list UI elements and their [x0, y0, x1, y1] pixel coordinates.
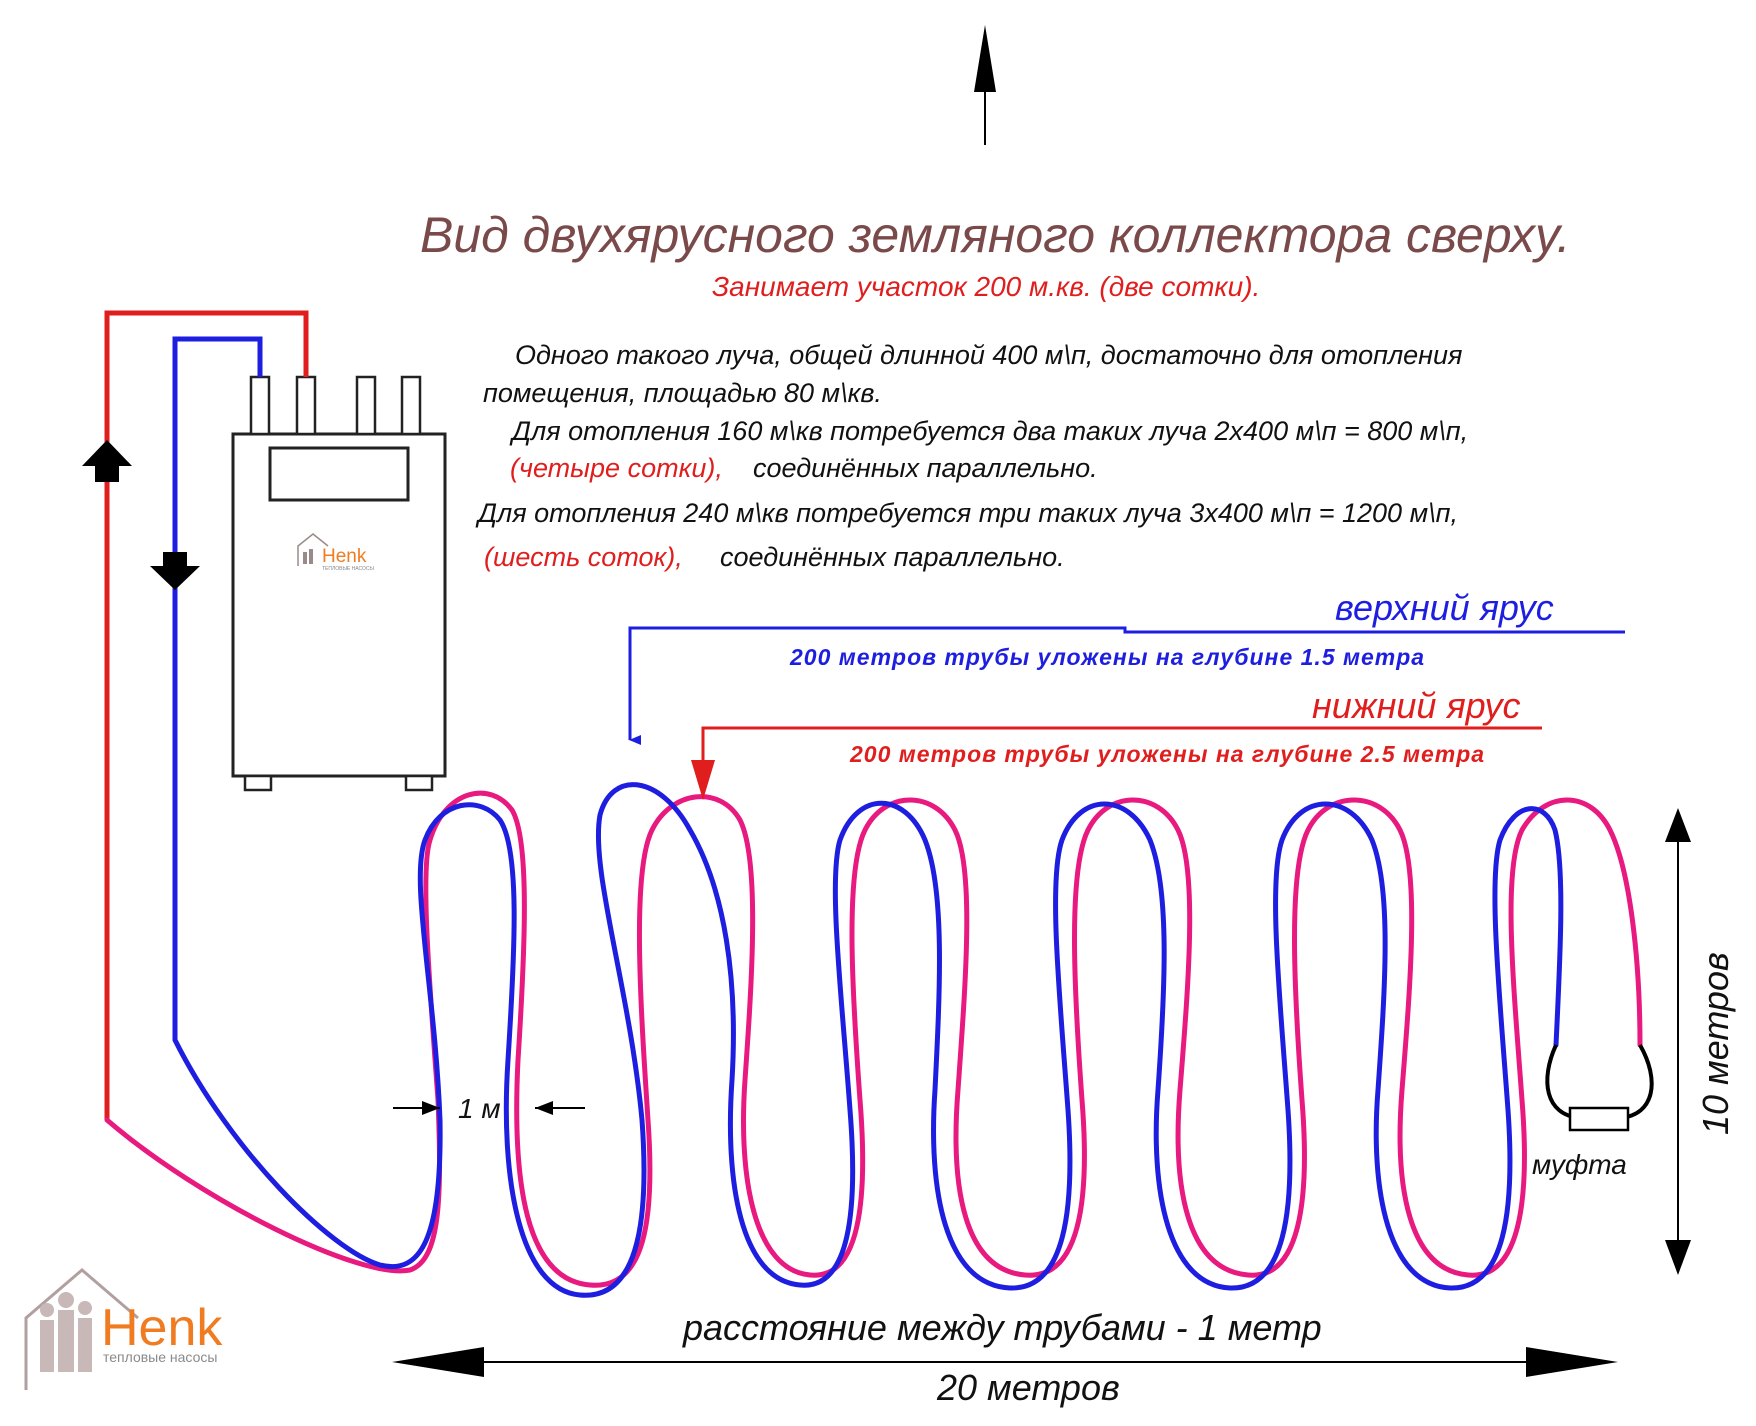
return-line-blue [172, 336, 263, 1040]
north-arrow [974, 25, 996, 145]
unit-logo: Henk ТЕПЛОВЫЕ НАСОСЫ [297, 533, 374, 572]
lower-tier-pipe [104, 790, 1643, 1288]
height-dimension [1665, 808, 1691, 1275]
description-paragraph: Одного такого луча, общей длинной 400 м\… [475, 340, 1468, 572]
paragraph-line-1: Одного такого луча, общей длинной 400 м\… [515, 340, 1462, 370]
corner-logo: Henk тепловые насосы [24, 1268, 223, 1390]
width-label: 20 метров [936, 1367, 1120, 1408]
page-title: Вид двухярусного земляного коллектора св… [420, 207, 1571, 263]
supply-line-red [104, 310, 309, 1120]
paragraph-line-2: помещения, площадью 80 м\кв. [483, 378, 882, 408]
lower-tier-arrow-icon [691, 760, 715, 800]
coupling [1545, 1044, 1654, 1132]
supply-arrow-icon [82, 440, 132, 482]
corner-logo-name: Henk [101, 1299, 223, 1357]
pipe-gap-dimension [393, 1101, 585, 1115]
lower-tier-leader [701, 726, 1542, 765]
corner-logo-tagline: тепловые насосы [103, 1349, 217, 1365]
upper-tier-label: верхний ярус [1335, 587, 1554, 628]
spacing-caption: расстояние между трубами - 1 метр [682, 1307, 1322, 1348]
paragraph-line-4-red: (четыре сотки), [510, 453, 723, 483]
heat-pump-unit: Henk ТЕПЛОВЫЕ НАСОСЫ [231, 375, 447, 792]
return-arrow-icon [150, 552, 200, 590]
unit-logo-name: Henk [322, 546, 367, 567]
pipe-gap-label: 1 м [458, 1093, 501, 1124]
width-dimension [392, 1347, 1618, 1377]
upper-tier-note: 200 метров трубы уложены на глубине 1.5 … [789, 644, 1425, 670]
paragraph-line-5: Для отопления 240 м\кв потребуется три т… [475, 498, 1458, 528]
height-label: 10 метров [1695, 952, 1736, 1135]
paragraph-line-6-red: (шесть соток), [484, 542, 683, 572]
paragraph-line-4: соединённых параллельно. [753, 453, 1098, 483]
lower-tier-note: 200 метров трубы уложены на глубине 2.5 … [849, 741, 1485, 767]
page-subtitle: Занимает участок 200 м.кв. (две сотки). [712, 271, 1260, 302]
unit-logo-tagline: ТЕПЛОВЫЕ НАСОСЫ [322, 566, 374, 572]
coupling-label: муфта [1532, 1149, 1627, 1180]
upper-tier-pipe [172, 782, 1564, 1298]
lower-tier-label: нижний ярус [1312, 685, 1521, 726]
paragraph-line-3: Для отопления 160 м\кв потребуется два т… [509, 416, 1468, 446]
paragraph-line-6: соединённых параллельно. [720, 542, 1065, 572]
upper-tier-leader [628, 626, 1625, 745]
